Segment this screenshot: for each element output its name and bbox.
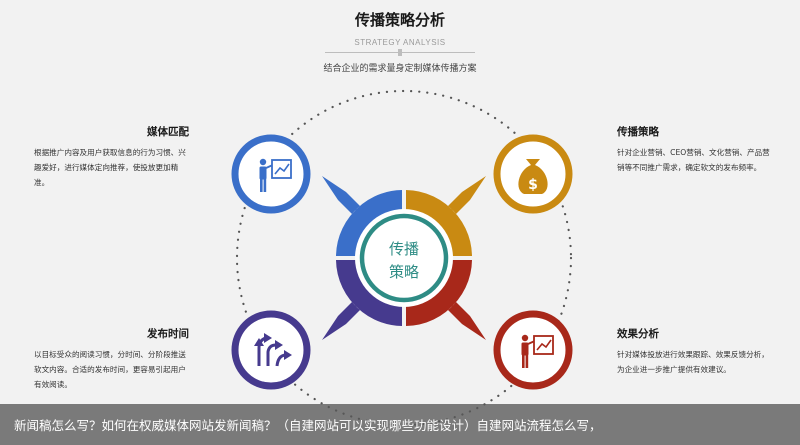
caption-bar: 新闻稿怎么写？如何在权威媒体网站发新闻稿？（自建网站可以实现哪些功能设计）自建网… (0, 404, 800, 445)
section-publish-time: 发布时间 以目标受众的阅读习惯，分时间、分阶段推送软文内容。合适的发布时间，更容… (34, 326, 189, 392)
section-title-effect: 效果分析 (617, 328, 659, 340)
node-publish-time (231, 310, 311, 390)
center-cross: 传播 策略 (322, 176, 486, 340)
presenter-board-icon (259, 158, 292, 192)
section-title-media-match: 媒体匹配 (147, 126, 189, 138)
node-strategy: $ (493, 134, 573, 214)
center-ring (359, 213, 449, 303)
section-media-match: 媒体匹配 根据推广内容及用户获取信息的行为习惯、兴趣爱好，进行媒体定向推荐，使投… (34, 124, 189, 190)
caption-text: 新闻稿怎么写？如何在权威媒体网站发新闻稿？（自建网站可以实现哪些功能设计）自建网… (14, 418, 602, 433)
section-text-publish-time: 以目标受众的阅读习惯，分时间、分阶段推送软文内容。合适的发布时间，更容易引起用户… (34, 350, 186, 389)
presenter-chart-icon (521, 334, 554, 368)
section-text-media-match: 根据推广内容及用户获取信息的行为习惯、兴趣爱好，进行媒体定向推荐，使投放更加精准… (34, 148, 186, 187)
money-bag-icon: $ (518, 159, 548, 194)
dotted-ring (235, 89, 573, 427)
section-title-strategy: 传播策略 (617, 126, 659, 138)
node-media-match (231, 134, 311, 214)
section-title-publish-time: 发布时间 (147, 328, 189, 340)
section-text-effect: 针对媒体投放进行效果跟踪、效果反馈分析，为企业进一步推广提供有效建议。 (617, 350, 769, 374)
page-title: 传播策略分析 (354, 11, 445, 29)
center-label-line1: 传播 (389, 240, 419, 258)
divider-tick (398, 49, 402, 56)
section-text-strategy: 针对企业营销、CEO营销、文化营销、产品营销等不同推广需求，确定软文的发布频率。 (617, 148, 770, 172)
arrows-icon (254, 333, 292, 367)
node-effect (493, 310, 573, 390)
section-effect: 效果分析 针对媒体投放进行效果跟踪、效果反馈分析，为企业进一步推广提供有效建议。 (617, 326, 772, 377)
section-strategy: 传播策略 针对企业营销、CEO营销、文化营销、产品营销等不同推广需求，确定软文的… (617, 124, 772, 175)
page-subtitle: STRATEGY ANALYSIS (354, 38, 446, 47)
center-label-line2: 策略 (389, 263, 419, 281)
page-description: 结合企业的需求量身定制媒体传播方案 (323, 64, 477, 74)
svg-text:$: $ (528, 177, 538, 193)
